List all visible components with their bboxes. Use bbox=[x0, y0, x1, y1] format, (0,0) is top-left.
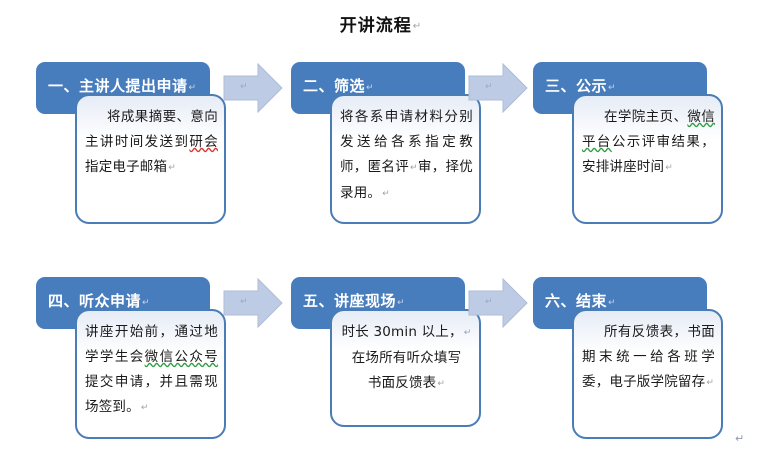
right-arrow-icon bbox=[223, 62, 283, 114]
paragraph-mark-icon: ↵ bbox=[437, 379, 446, 389]
paragraph-mark-icon: ↵ bbox=[168, 163, 176, 173]
page-title: 开讲流程↵ bbox=[0, 11, 762, 36]
paragraph-mark-icon: ↵ bbox=[140, 403, 149, 413]
flow-step-5[interactable]: 五、讲座现场↵ 时长 30min 以上，↵在场所有听众填写书面反馈表↵ bbox=[287, 277, 533, 467]
flow-step-6[interactable]: 六、结束↵ 所有反馈表，书面期末统一给各班学委，电子版学院留存↵ bbox=[529, 277, 762, 467]
paragraph-mark-icon: ↵ bbox=[735, 432, 745, 445]
step-4-body-card[interactable]: 讲座开始前，通过地学学生会微信公众号提交申请，并且需现场签到。↵ bbox=[75, 309, 226, 439]
step-2-header-label: 二、筛选↵ bbox=[303, 77, 375, 95]
flow-step-2[interactable]: 二、筛选↵ 将各系申请材料分别发送给各系指定教师，匿名评↵审，择优录用。↵ bbox=[287, 62, 533, 252]
flow-arrow-4: ↵ bbox=[467, 277, 529, 329]
right-arrow-icon bbox=[223, 277, 283, 329]
flow-arrow-3: ↵ bbox=[222, 277, 284, 329]
step-2-body-card[interactable]: 将各系申请材料分别发送给各系指定教师，匿名评↵审，择优录用。↵ bbox=[330, 94, 481, 224]
flow-step-4[interactable]: 四、听众申请↵ 讲座开始前，通过地学学生会微信公众号提交申请，并且需现场签到。↵ bbox=[32, 277, 278, 467]
step-3-header-label: 三、公示↵ bbox=[545, 77, 617, 95]
paragraph-mark-icon: ↵ bbox=[665, 163, 673, 173]
right-arrow-icon bbox=[468, 62, 528, 114]
step-3-body-text: 在学院主页、微信平台公示评审结果，安排讲座时间↵ bbox=[582, 109, 716, 175]
step-3-body-card[interactable]: 在学院主页、微信平台公示评审结果，安排讲座时间↵ bbox=[572, 94, 723, 224]
page-title-text: 开讲流程 bbox=[339, 16, 412, 36]
paragraph-mark-icon: ↵ bbox=[366, 83, 375, 93]
step-1-body-text: 将成果摘要、意向主讲时间发送到研会指定电子邮箱↵ bbox=[85, 109, 219, 175]
step-2-body-text: 将各系申请材料分别发送给各系指定教师，匿名评↵审，择优录用。↵ bbox=[340, 109, 473, 201]
step-1-header-label: 一、主讲人提出申请↵ bbox=[48, 77, 197, 95]
step-4-header-label: 四、听众申请↵ bbox=[48, 292, 151, 310]
paragraph-mark-icon: ↵ bbox=[188, 83, 197, 93]
paragraph-mark-icon: ↵ bbox=[410, 163, 418, 173]
step-4-body-text: 讲座开始前，通过地学学生会微信公众号提交申请，并且需现场签到。↵ bbox=[85, 324, 218, 415]
flow-arrow-1: ↵ bbox=[222, 62, 284, 114]
step-5-header-shape[interactable]: 五、讲座现场↵ bbox=[291, 277, 465, 329]
flowchart-canvas: 一、主讲人提出申请↵ 将成果摘要、意向主讲时间发送到研会指定电子邮箱↵ ↵ 二、… bbox=[32, 62, 762, 439]
flow-arrow-2: ↵ bbox=[467, 62, 529, 114]
step-6-header-label: 六、结束↵ bbox=[545, 292, 617, 310]
flow-step-3[interactable]: 三、公示↵ 在学院主页、微信平台公示评审结果，安排讲座时间↵ bbox=[529, 62, 762, 252]
right-arrow-icon bbox=[468, 277, 528, 329]
step-1-body-card[interactable]: 将成果摘要、意向主讲时间发送到研会指定电子邮箱↵ bbox=[75, 94, 226, 224]
paragraph-mark-icon: ↵ bbox=[142, 298, 151, 308]
paragraph-mark-icon: ↵ bbox=[485, 297, 493, 307]
step-5-body-text: 时长 30min 以上，↵在场所有听众填写书面反馈表↵ bbox=[341, 324, 472, 391]
paragraph-mark-icon: ↵ bbox=[706, 378, 715, 388]
paragraph-mark-icon: ↵ bbox=[240, 82, 248, 92]
paragraph-mark-icon: ↵ bbox=[240, 297, 248, 307]
step-5-header-label: 五、讲座现场↵ bbox=[303, 292, 406, 310]
paragraph-mark-icon: ↵ bbox=[412, 21, 423, 32]
step-6-body-text: 所有反馈表，书面期末统一给各班学委，电子版学院留存↵ bbox=[582, 324, 715, 390]
step-5-body-card[interactable]: 时长 30min 以上，↵在场所有听众填写书面反馈表↵ bbox=[330, 309, 481, 427]
paragraph-mark-icon: ↵ bbox=[463, 328, 472, 338]
step-6-body-card[interactable]: 所有反馈表，书面期末统一给各班学委，电子版学院留存↵ bbox=[572, 309, 723, 439]
paragraph-mark-icon: ↵ bbox=[608, 298, 617, 308]
paragraph-mark-icon: ↵ bbox=[608, 83, 617, 93]
paragraph-mark-icon: ↵ bbox=[397, 298, 406, 308]
paragraph-mark-icon: ↵ bbox=[382, 189, 390, 199]
flow-step-1[interactable]: 一、主讲人提出申请↵ 将成果摘要、意向主讲时间发送到研会指定电子邮箱↵ bbox=[32, 62, 278, 252]
paragraph-mark-icon: ↵ bbox=[485, 82, 493, 92]
